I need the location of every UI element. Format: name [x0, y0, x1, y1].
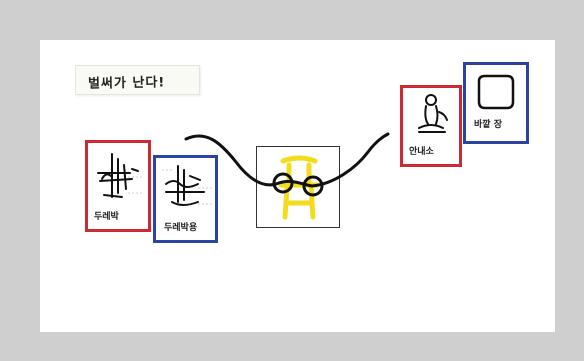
card-right-red[interactable]: 안내소	[400, 85, 462, 167]
square-icon	[477, 74, 515, 110]
center-chair-frame[interactable]	[256, 146, 340, 228]
card-right-blue[interactable]: 바깥 장	[463, 62, 529, 144]
chair-icon	[278, 155, 320, 220]
card-right-blue-label: 바깥 장	[474, 120, 502, 130]
sticky-note-text: 벌써가 난다!	[87, 75, 166, 92]
hand-drawn-figure-icon	[97, 153, 142, 198]
card-left-red-label: 두레박	[94, 212, 119, 222]
statue-icon	[418, 94, 448, 133]
card-left-red[interactable]: 두레박	[85, 140, 151, 232]
card-right-red-label: 안내소	[409, 147, 434, 157]
hand-drawn-figure-icon	[162, 165, 212, 206]
card-left-blue[interactable]: 두레박용	[153, 155, 218, 243]
card-left-blue-label: 두레박용	[164, 223, 198, 233]
sticky-note[interactable]: 벌써가 난다!	[75, 65, 200, 95]
